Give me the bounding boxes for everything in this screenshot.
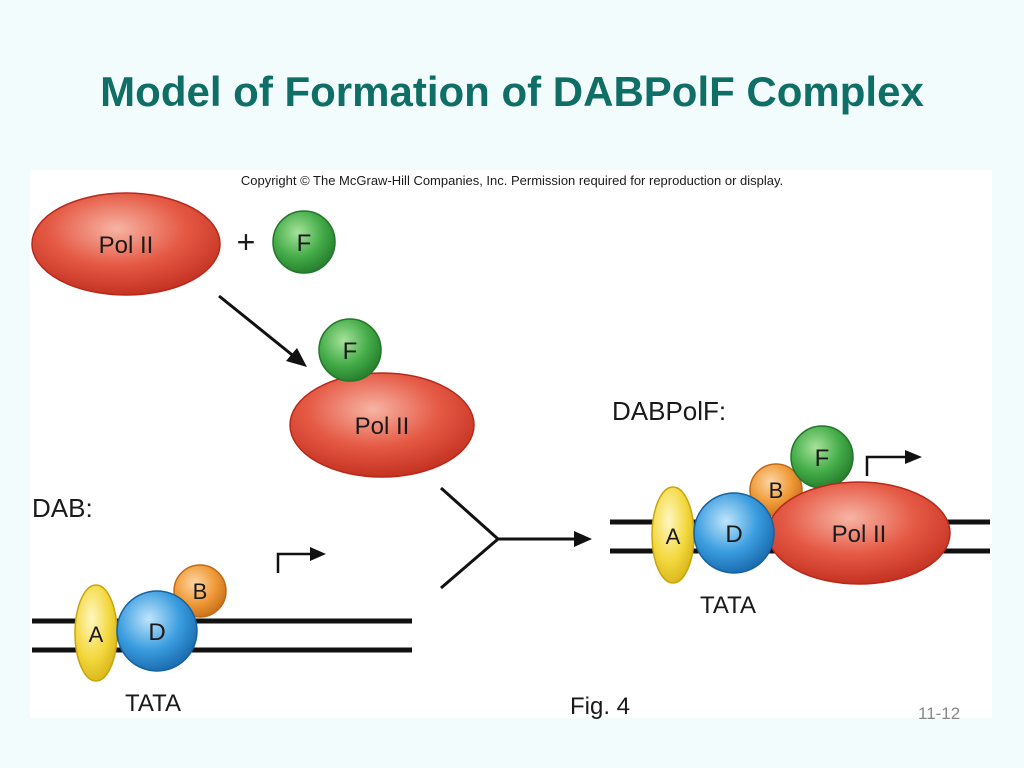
- dabpolf-factor-d: D: [693, 492, 775, 574]
- dab-factor-b: B: [173, 564, 227, 618]
- pol-ii-f-complex: Pol II F: [289, 318, 475, 478]
- dabpolf-tata-label: TATA: [700, 592, 756, 619]
- free-pol-ii: Pol II: [31, 192, 221, 296]
- dab-factor-a-label: A: [89, 622, 104, 647]
- dabpolf-factor-f-label: F: [815, 445, 830, 472]
- dabpolf-pol-ii-label: Pol II: [832, 521, 887, 548]
- free-factor-f-label: F: [297, 230, 312, 257]
- dab-factor-b-label: B: [193, 579, 208, 604]
- complex-factor-f-label: F: [343, 338, 358, 365]
- dabpolf-factor-d-label: D: [725, 521, 742, 548]
- copyright-notice: Copyright © The McGraw-Hill Companies, I…: [241, 173, 783, 188]
- merge-arrow: [439, 486, 592, 590]
- dabpolf-factor-a-label: A: [666, 524, 681, 549]
- dabpolf-heading: DABPolF:: [612, 396, 726, 426]
- dab-factor-d: D: [116, 590, 198, 672]
- complex-pol-ii-label: Pol II: [355, 413, 410, 440]
- dab-tata-label: TATA: [125, 690, 181, 717]
- slide-number: 11-12: [918, 704, 961, 723]
- free-factor-f: F: [272, 210, 336, 274]
- dabpolf-factor-a: A: [651, 486, 695, 584]
- dabpolf-pol-ii: Pol II: [767, 481, 951, 585]
- free-pol-ii-label: Pol II: [99, 232, 154, 259]
- dabpolf-transcription-start-arrow: [865, 450, 922, 476]
- dabpolf-factor-f: F: [790, 425, 854, 489]
- dabpolf-factor-b-label: B: [769, 478, 784, 503]
- dab-heading: DAB:: [32, 493, 93, 523]
- figure-caption: Fig. 4: [570, 693, 630, 720]
- slide-title: Model of Formation of DABPolF Complex: [100, 68, 924, 115]
- dab-factor-a: A: [74, 584, 118, 682]
- plus-sign: +: [237, 224, 256, 260]
- binding-arrow: [218, 294, 307, 367]
- dab-factor-d-label: D: [148, 619, 165, 646]
- dab-transcription-start-arrow: [276, 547, 326, 573]
